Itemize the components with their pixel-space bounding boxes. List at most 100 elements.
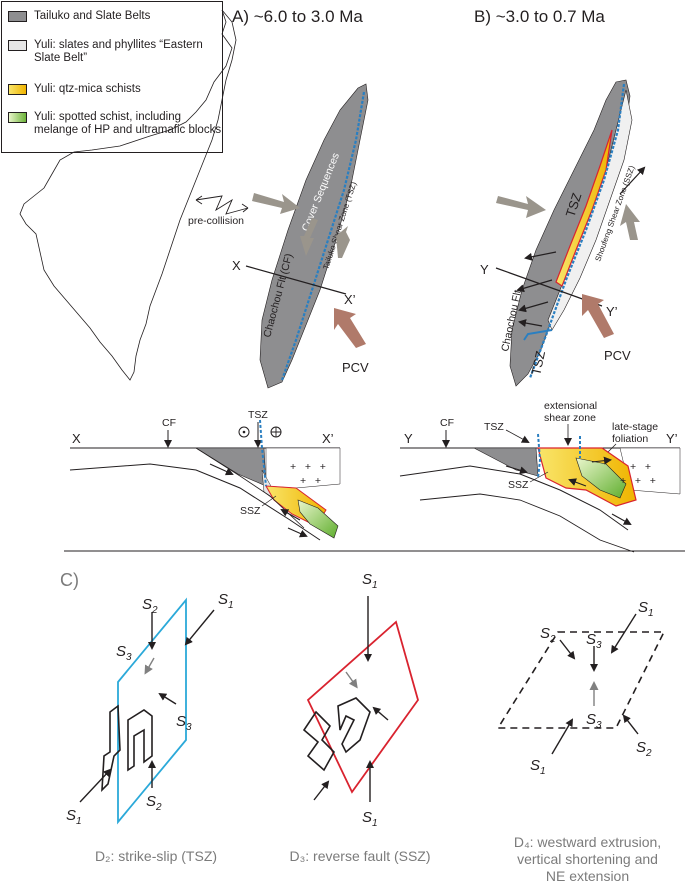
d4-s1-top: S1 bbox=[638, 599, 654, 619]
d4-s3-top: S3 bbox=[586, 631, 602, 651]
pre-collision-arrowhead-right bbox=[241, 203, 249, 213]
x-prime-map-label: X’ bbox=[344, 292, 356, 307]
caption-d4: D₄: westward extrusion, vertical shorten… bbox=[490, 834, 685, 885]
legend-swatch-green bbox=[8, 112, 27, 123]
panel-a-pcv-label: PCV bbox=[342, 360, 369, 375]
d3-diagram: S1 S1 bbox=[302, 571, 419, 829]
panel-a-gray-arrow-shear-lower bbox=[336, 226, 350, 258]
panel-b-pcv-label: PCV bbox=[604, 348, 631, 363]
section-y-shear-arrow-1 bbox=[505, 465, 528, 475]
section-y-right-label: Y’ bbox=[666, 431, 678, 446]
d2-fold bbox=[101, 704, 121, 793]
section-y-shear-arrow-2 bbox=[568, 478, 587, 487]
panel-b-extrusion-arrow-1 bbox=[524, 251, 557, 261]
d3-s3-arrow-gray bbox=[345, 671, 358, 689]
panel-b-extrusion-arrow-2 bbox=[516, 279, 553, 293]
section-x-right-label: X’ bbox=[322, 431, 334, 446]
section-x-green bbox=[297, 499, 339, 539]
panel-a-gray-arrow-main bbox=[252, 193, 300, 214]
d3-s3-arrow bbox=[372, 706, 389, 721]
panel-b-gray-arrow-main bbox=[496, 196, 546, 218]
panel-b-extrusion-arrow-3 bbox=[518, 301, 549, 313]
d4-s2-arrow-top bbox=[559, 639, 576, 660]
section-x-left-label: X bbox=[72, 431, 81, 446]
d2-s1-bottom: S1 bbox=[66, 807, 82, 827]
section-y-tsz-fault-1 bbox=[537, 433, 542, 479]
section-x-ssz-pointer bbox=[261, 495, 277, 507]
section-y-tsz-pointer bbox=[505, 429, 530, 443]
d4-s1-arrow-top bbox=[610, 613, 637, 654]
caption-d4-line3: NE extension bbox=[545, 868, 630, 884]
section-y-ext-label-2: shear zone bbox=[544, 412, 596, 424]
legend-swatch-yellow bbox=[8, 84, 27, 95]
caption-d3: D₃: reverse fault (SSZ) bbox=[289, 848, 431, 864]
section-x-tsz-label: TSZ bbox=[248, 409, 268, 421]
d4-s2-bottom: S2 bbox=[636, 739, 652, 759]
d4-diagram: S2 S3 S1 S3 S1 S2 bbox=[496, 599, 666, 777]
section-y-ssz-pointer bbox=[529, 471, 549, 483]
legend-label: Yuli: qtz-mica schists bbox=[34, 83, 141, 95]
d3-s1-arrow-left bbox=[313, 780, 330, 801]
panel-b-pcv-arrow bbox=[582, 294, 614, 338]
d3-s1-top: S1 bbox=[362, 571, 378, 591]
d2-plane bbox=[117, 597, 187, 825]
d2-s3-right: S3 bbox=[176, 713, 192, 733]
section-line-x bbox=[245, 265, 347, 295]
d2-s1-arrow-top bbox=[184, 609, 215, 646]
legend: Tailuko and Slate Belts Yuli: slates and… bbox=[1, 1, 223, 153]
x-map-label: X bbox=[232, 258, 241, 273]
section-y-tsz-label: TSZ bbox=[484, 421, 504, 433]
taiwan-outline bbox=[19, 9, 237, 381]
section-y-lower-boundary bbox=[419, 493, 635, 553]
panel-a-pcv-arrow bbox=[334, 308, 366, 348]
d4-s2-arrow-bottom bbox=[622, 714, 639, 735]
d3-plane bbox=[306, 620, 419, 794]
d3-s1-bottom: S1 bbox=[362, 809, 378, 829]
section-x-plus-2: + + bbox=[300, 475, 321, 487]
section-y-decollement bbox=[399, 465, 629, 531]
section-x-shear-arrow-2 bbox=[280, 509, 301, 521]
section-x-shear-arrow-3 bbox=[287, 527, 308, 538]
legend-swatch-gray bbox=[8, 11, 27, 22]
section-y-left-label: Y bbox=[404, 431, 413, 446]
section-y-fold-arrow bbox=[591, 456, 612, 465]
out-of-page-dot bbox=[242, 430, 246, 434]
legend-swatch-lightgray bbox=[8, 40, 27, 51]
caption-d4-line1: D₄: westward extrusion, bbox=[513, 834, 662, 850]
pre-collision-label: pre-collision bbox=[188, 215, 244, 227]
section-y-plus-1: + + bbox=[630, 461, 651, 473]
section-y-late-label-2: foliation bbox=[612, 433, 648, 445]
d4-plane bbox=[496, 631, 666, 729]
panel-b-gray-arrow-shear bbox=[620, 204, 640, 240]
panel-a-tsz-fault bbox=[280, 91, 366, 381]
panel-b-tsz-upper: TSZ bbox=[563, 191, 585, 219]
d2-s1-arrow-bottom bbox=[79, 768, 112, 803]
d3-fold bbox=[302, 710, 335, 772]
section-y-late-label-1: late-stage bbox=[612, 421, 658, 433]
d2-fold-block bbox=[127, 709, 153, 772]
section-x: X X’ CF TSZ SSZ + + + + + bbox=[69, 409, 341, 541]
section-y-cf-label: CF bbox=[440, 417, 454, 429]
legend-label: Yuli: spotted schist, including melange … bbox=[34, 111, 222, 136]
caption-d2: D₂: strike-slip (TSZ) bbox=[94, 848, 218, 864]
section-x-shear-arrow-1 bbox=[209, 463, 234, 476]
d3-fold-block bbox=[337, 697, 371, 754]
section-x-plus-1: + + + bbox=[290, 461, 326, 473]
section-y-ext-label-1: extensional bbox=[544, 400, 597, 412]
panel-b-ne-arrow bbox=[619, 166, 646, 195]
d2-s1-top: S1 bbox=[218, 591, 234, 611]
panel-b-yellow-core bbox=[555, 129, 613, 287]
d4-s2-top: S2 bbox=[540, 625, 556, 645]
section-x-cf-label: CF bbox=[162, 417, 176, 429]
d2-s2-top: S2 bbox=[142, 596, 158, 616]
caption-d4-line2: vertical shortening and bbox=[517, 851, 658, 867]
d2-s2-bottom: S2 bbox=[146, 793, 162, 813]
into-page-cross bbox=[271, 427, 281, 437]
d2-s3-arrow-lower bbox=[158, 692, 177, 705]
section-x-decollement bbox=[69, 463, 321, 541]
panel-b-tsz-lower: TSZ bbox=[528, 349, 548, 376]
d4-s3-bottom: S3 bbox=[586, 711, 602, 731]
d2-s3-left: S3 bbox=[116, 643, 132, 663]
y-map-label: Y bbox=[480, 262, 489, 277]
out-of-page-symbol bbox=[238, 426, 250, 438]
